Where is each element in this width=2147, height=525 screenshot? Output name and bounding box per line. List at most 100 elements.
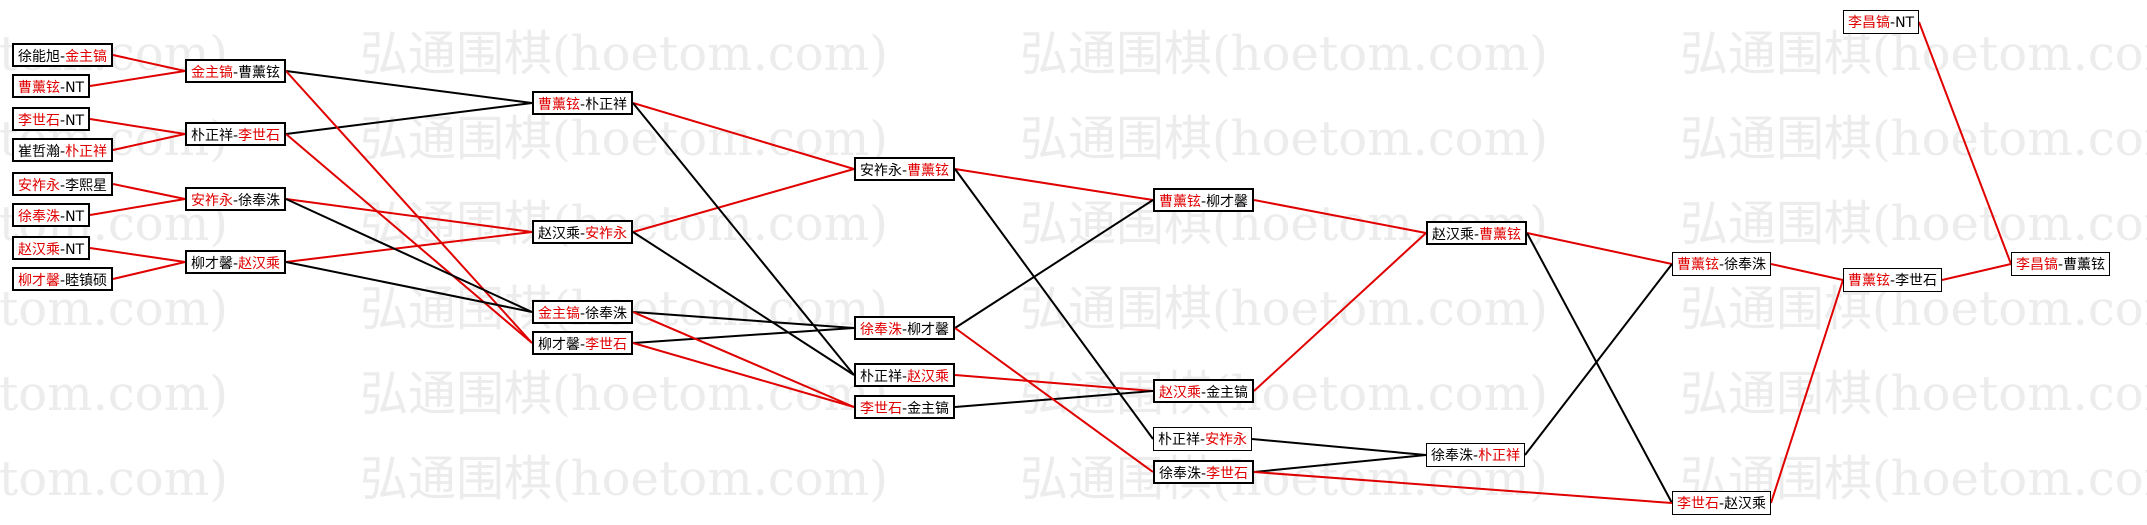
player-name: 柳才馨 <box>907 322 950 338</box>
separator: - <box>2058 257 2064 273</box>
player-name: 金主镐 <box>191 65 233 81</box>
player-name: 徐奉洙 <box>1159 466 1201 482</box>
player-name: 曹薰铉 <box>1479 227 1522 243</box>
bracket-line <box>89 118 186 135</box>
bracket-line <box>954 168 1154 201</box>
match-l7: 李世石-赵汉乘 <box>1672 491 1772 515</box>
match-r2a: 金主镐-曹薰铉 <box>185 59 287 83</box>
watermark-text: 弘通围棋(hoetom.com) <box>1680 196 2147 252</box>
watermark-text: 弘通围棋(hoetom.com) <box>360 451 888 507</box>
bracket-line <box>632 102 855 376</box>
player-name: NT <box>65 80 85 96</box>
player-name: 徐奉洙 <box>585 306 628 322</box>
separator: - <box>1200 432 1206 448</box>
player-name: 金主镐 <box>907 401 950 417</box>
player-name: 徐奉洙 <box>1724 257 1767 273</box>
match-r2c: 安祚永-徐奉洙 <box>185 187 287 211</box>
match-l4c: 李世石-金主镐 <box>854 395 956 419</box>
separator: - <box>60 178 66 194</box>
separator: - <box>1201 385 1207 401</box>
separator: - <box>902 163 908 179</box>
player-name: 李世石 <box>18 113 60 129</box>
player-name: 赵汉乘 <box>238 256 281 272</box>
player-name: 赵汉乘 <box>1724 496 1767 512</box>
bracket-line <box>285 70 533 344</box>
match-l4b: 朴正祥-赵汉乘 <box>854 363 956 387</box>
watermark-text: 弘通围棋(hoetom.com) <box>360 111 888 167</box>
player-name: 朴正祥 <box>1158 432 1200 448</box>
player-name: 赵汉乘 <box>1432 227 1474 243</box>
separator: - <box>580 306 586 322</box>
match-l5c: 徐奉洙-李世石 <box>1153 460 1255 484</box>
bracket-line <box>1918 21 2012 265</box>
player-name: 安祚永 <box>860 163 902 179</box>
player-name: 朴正祥 <box>191 128 233 144</box>
player-name: 金主镐 <box>65 49 108 65</box>
player-name: 徐能旭 <box>18 49 60 65</box>
bracket-line <box>112 133 186 151</box>
player-name: 赵汉乘 <box>538 226 580 242</box>
bracket-line <box>89 70 186 87</box>
player-name: 安祚永 <box>191 193 233 209</box>
bracket-line <box>89 198 186 216</box>
match-l4a: 徐奉洙-柳才馨 <box>854 316 956 340</box>
player-name: 柳才馨 <box>191 256 233 272</box>
player-name: 李世石 <box>585 337 628 353</box>
separator: - <box>1719 257 1725 273</box>
bracket-line <box>89 247 186 263</box>
separator: - <box>60 113 66 129</box>
bracket-line <box>285 102 533 135</box>
bracket-line <box>632 168 855 233</box>
separator: - <box>1890 15 1896 31</box>
player-name: 徐奉洙 <box>18 209 60 225</box>
separator: - <box>60 49 66 65</box>
match-r1a: 徐能旭-金主镐 <box>12 43 114 67</box>
player-name: 李熙星 <box>65 178 108 194</box>
separator: - <box>233 193 239 209</box>
bracket-line <box>285 231 533 263</box>
watermark-text: 弘通围棋(hoetom.com) <box>0 451 228 507</box>
bracket-line <box>632 102 855 170</box>
bracket-line <box>112 261 186 280</box>
bracket-line <box>1253 199 1427 234</box>
watermark-text: 弘通围棋(hoetom.com) <box>1680 26 2147 82</box>
match-r1c: 李世石-NT <box>12 107 91 131</box>
player-name: 曹薰铉 <box>2063 257 2106 273</box>
player-name: 李世石 <box>1206 466 1249 482</box>
separator: - <box>60 209 66 225</box>
match-r2b: 朴正祥-李世石 <box>185 122 287 146</box>
separator: - <box>902 401 908 417</box>
separator: - <box>580 226 586 242</box>
player-name: 赵汉乘 <box>1159 385 1201 401</box>
player-name: 曹薰铉 <box>1159 194 1201 210</box>
watermark-text: 弘通围棋(hoetom.com) <box>1680 111 2147 167</box>
player-name: 朴正祥 <box>585 97 628 113</box>
player-name: 朴正祥 <box>860 369 902 385</box>
player-name: 柳才馨 <box>1206 194 1249 210</box>
match-w4: 安祚永-曹薰铉 <box>854 157 956 181</box>
match-r1d: 崔哲瀚-朴正祥 <box>12 138 114 162</box>
bracket-line <box>632 327 855 344</box>
player-name: 曹薰铉 <box>18 80 60 96</box>
separator: - <box>902 322 908 338</box>
player-name: NT <box>1895 15 1915 31</box>
bracket-line <box>1524 263 1673 456</box>
watermark-text: 弘通围棋(hoetom.com) <box>1020 26 1548 82</box>
player-name: NT <box>65 242 85 258</box>
watermark-text: 弘通围棋(hoetom.com) <box>360 26 888 82</box>
player-name: 李世石 <box>238 128 281 144</box>
watermark-text: 弘通围棋(hoetom.com) <box>1020 281 1548 337</box>
bracket-line <box>954 327 1154 473</box>
player-name: 曹薰铉 <box>538 97 580 113</box>
bracket-line <box>1941 263 2012 281</box>
match-seed: 李昌镐-NT <box>1843 10 1920 34</box>
separator: - <box>902 369 908 385</box>
player-name: 柳才馨 <box>538 337 580 353</box>
player-name: 徐奉洙 <box>238 193 281 209</box>
separator: - <box>1474 227 1480 243</box>
player-name: 安祚永 <box>585 226 628 242</box>
player-name: 赵汉乘 <box>907 369 950 385</box>
match-r1f: 徐奉洙-NT <box>12 203 91 227</box>
player-name: 曹薰铉 <box>907 163 950 179</box>
player-name: 柳才馨 <box>18 273 60 289</box>
